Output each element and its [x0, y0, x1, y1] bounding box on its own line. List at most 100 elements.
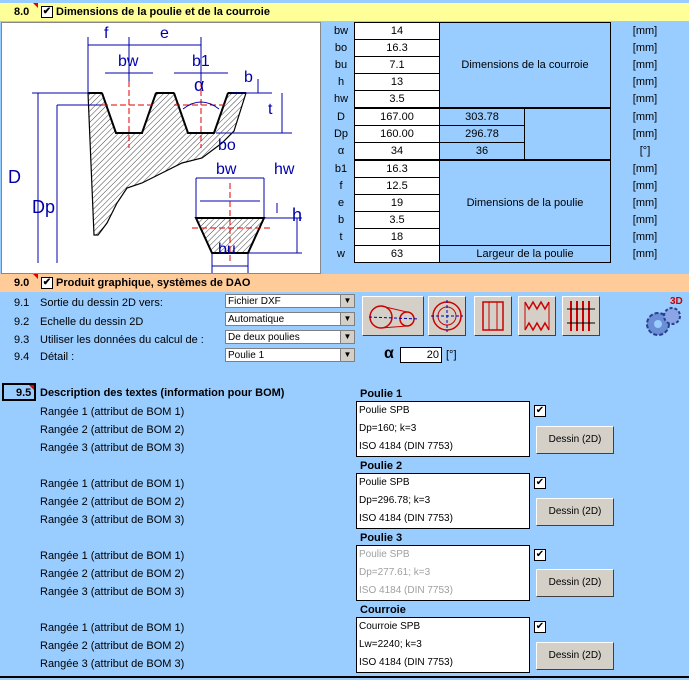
- bom-group-checkbox[interactable]: ✔: [534, 549, 546, 561]
- 3d-label: 3D: [670, 296, 683, 307]
- bom-line[interactable]: Dp=296.78; k=3: [359, 495, 431, 506]
- alpha-unit: [°]: [446, 349, 457, 361]
- label-h: h: [292, 205, 303, 225]
- pulley-side-2-button[interactable]: [518, 296, 556, 336]
- dim-value[interactable]: 18: [354, 228, 440, 246]
- bom-line[interactable]: Dp=160; k=3: [359, 423, 417, 434]
- section-8-title: Dimensions de la poulie et de la courroi…: [56, 6, 270, 18]
- bom-line[interactable]: Poulie SPB: [359, 405, 410, 416]
- dim-value[interactable]: 3.5: [354, 90, 440, 109]
- bom-group-checkbox[interactable]: ✔: [534, 621, 546, 633]
- bom-row-label: Rangée 3 (attribut de BOM 3): [40, 658, 185, 670]
- dim-value[interactable]: 16.3: [354, 159, 440, 178]
- row-9-2-label: Echelle du dessin 2D: [40, 316, 144, 328]
- dim-label: hw: [333, 93, 349, 106]
- row-9-2-num: 9.2: [14, 316, 30, 328]
- red-corner-marker: [33, 3, 38, 8]
- scale-select[interactable]: Automatique ▼: [225, 312, 355, 326]
- output-format-select[interactable]: Fichier DXF▼: [225, 294, 355, 308]
- bom-line[interactable]: Courroie SPB: [359, 621, 421, 632]
- bom-text-box[interactable]: Poulie SPB Dp=296.78; k=3 ISO 4184 (DIN …: [356, 473, 530, 529]
- pulley-side-1-button[interactable]: [474, 296, 512, 336]
- blank-cell: [524, 107, 611, 161]
- dim-value[interactable]: 160.00: [354, 125, 440, 143]
- label-bu: bu: [218, 241, 236, 258]
- bom-line[interactable]: ISO 4184 (DIN 7753): [359, 441, 453, 452]
- dim-unit: [mm]: [632, 180, 658, 192]
- dim-label: t: [339, 231, 343, 243]
- belt-dimensions-desc: Dimensions de la courroie: [439, 22, 611, 109]
- dim-value[interactable]: 16.3: [354, 39, 440, 57]
- pulley-side-1-icon: [482, 301, 504, 331]
- bom-text-box[interactable]: Courroie SPB Lw=2240; k=3 ISO 4184 (DIN …: [356, 617, 530, 673]
- bom-group-checkbox[interactable]: ✔: [534, 477, 546, 489]
- bom-row-label: Rangée 2 (attribut de BOM 2): [40, 568, 185, 580]
- pulley-side-3-button[interactable]: [562, 296, 600, 336]
- calc-source-select[interactable]: De deux poulies▼: [225, 330, 355, 344]
- chevron-down-icon[interactable]: ▼: [340, 295, 354, 307]
- red-corner-marker: [33, 274, 38, 279]
- bom-group-title: Courroie: [360, 604, 406, 616]
- bom-line[interactable]: Dp=277.61; k=3: [359, 567, 431, 578]
- dim-value[interactable]: 13: [354, 73, 440, 91]
- drawing-2d-button[interactable]: Dessin (2D): [536, 642, 614, 670]
- chevron-down-icon[interactable]: ▼: [340, 331, 354, 343]
- bom-line[interactable]: Lw=2240; k=3: [359, 639, 422, 650]
- bom-row-label: Rangée 2 (attribut de BOM 2): [40, 496, 185, 508]
- pulley-front-icon: [431, 300, 463, 332]
- dim-value[interactable]: 12.5: [354, 177, 440, 195]
- bom-line[interactable]: ISO 4184 (DIN 7753): [359, 513, 453, 524]
- drawing-2d-button[interactable]: Dessin (2D): [536, 569, 614, 597]
- section-9-checkbox[interactable]: ✔: [41, 277, 53, 289]
- bom-group-checkbox[interactable]: ✔: [534, 405, 546, 417]
- dim-value[interactable]: 63: [354, 245, 440, 263]
- label-D: D: [8, 167, 21, 187]
- 3d-gear-button[interactable]: 3D: [642, 296, 686, 340]
- dim-value-2: 36: [439, 142, 525, 161]
- drawing-2d-button[interactable]: Dessin (2D): [536, 498, 614, 526]
- drawing-2d-button[interactable]: Dessin (2D): [536, 426, 614, 454]
- label-e: e: [160, 25, 169, 42]
- dim-value[interactable]: 14: [354, 22, 440, 40]
- dim-value: 167.00: [354, 107, 440, 126]
- dim-unit: [mm]: [632, 128, 658, 140]
- section-8-number: 8.0: [14, 6, 30, 18]
- dim-value[interactable]: 7.1: [354, 56, 440, 74]
- drive-diagram-icon: [368, 305, 420, 329]
- label-f: f: [104, 25, 109, 42]
- dim-unit: [mm]: [632, 59, 658, 71]
- label-t: t: [268, 101, 273, 118]
- pulley-side-3-icon: [567, 301, 595, 331]
- section-8-checkbox[interactable]: ✔: [41, 6, 53, 18]
- bom-line[interactable]: Poulie SPB: [359, 549, 410, 560]
- label-bw-belt: bw: [216, 161, 237, 178]
- bom-row-label: Rangée 1 (attribut de BOM 1): [40, 406, 185, 418]
- dim-unit: [mm]: [632, 42, 658, 54]
- dim-unit: [mm]: [632, 231, 658, 243]
- dim-value[interactable]: 19: [354, 194, 440, 212]
- pulley-dimensions-desc: Dimensions de la poulie: [439, 159, 611, 246]
- drive-diagram-button[interactable]: [362, 296, 424, 336]
- select-value: Automatique: [228, 314, 285, 325]
- alpha-input[interactable]: 20: [400, 347, 442, 363]
- bom-text-box[interactable]: Poulie SPB Dp=277.61; k=3 ISO 4184 (DIN …: [356, 545, 530, 601]
- dim-value[interactable]: 3.5: [354, 211, 440, 229]
- select-value: Poulie 1: [228, 350, 265, 361]
- bom-line[interactable]: ISO 4184 (DIN 7753): [359, 657, 453, 668]
- section-95-title: Description des textes (information pour…: [40, 387, 285, 399]
- bom-line[interactable]: ISO 4184 (DIN 7753): [359, 585, 453, 596]
- pulley-front-button[interactable]: [428, 296, 466, 336]
- bom-line[interactable]: Poulie SPB: [359, 477, 410, 488]
- bom-row-label: Rangée 1 (attribut de BOM 1): [40, 622, 185, 634]
- row-9-4-num: 9.4: [14, 351, 30, 363]
- dim-value-2[interactable]: 296.78: [439, 125, 525, 143]
- bom-row-label: Rangée 2 (attribut de BOM 2): [40, 424, 185, 436]
- label-b1: b1: [192, 53, 210, 70]
- dim-label: Dp: [333, 128, 349, 140]
- chevron-down-icon[interactable]: ▼: [340, 349, 354, 361]
- detail-select[interactable]: Poulie 1 ▼: [225, 348, 355, 362]
- bom-group-title: Poulie 1: [360, 388, 403, 400]
- chevron-down-icon[interactable]: ▼: [340, 313, 354, 325]
- bom-text-box[interactable]: Poulie SPB Dp=160; k=3 ISO 4184 (DIN 775…: [356, 401, 530, 457]
- dim-label: bu: [334, 59, 348, 71]
